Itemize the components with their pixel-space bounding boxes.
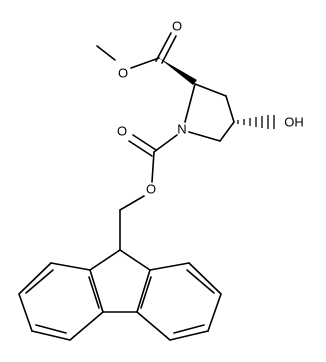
bond-c9-c9a — [89, 249, 121, 271]
bond-c4-c5 — [219, 121, 235, 142]
bond-right-dbl-1 — [140, 276, 152, 309]
bond-c5-n — [188, 131, 221, 142]
bond-left-dbl-2 — [35, 324, 67, 334]
bond-left-dbl-1 — [88, 276, 100, 309]
bond-o-ch2 — [119, 195, 145, 211]
bonds — [18, 32, 275, 341]
bond-ester-c-o-double-2 — [161, 35, 177, 64]
bond-carbamate-c-o — [151, 151, 155, 183]
bond-left-1 — [89, 269, 104, 313]
bond-left-4 — [18, 293, 33, 332]
bond-left-3 — [31, 330, 71, 341]
bond-o-ester-carbon — [130, 57, 160, 69]
bond-left-dbl-3 — [25, 269, 54, 294]
bond-carbamate-c-o-double-1 — [132, 134, 157, 151]
atom-label-carbamate-o: O — [146, 182, 156, 197]
hash-c4-oh — [237, 115, 275, 129]
atom-label-ester-o: O — [118, 66, 128, 81]
bond-ester-c-o-double-1 — [155, 32, 172, 62]
bond-c9-c8a — [119, 249, 151, 271]
bond-left-2 — [69, 311, 104, 341]
bond-right-dbl-2 — [173, 324, 205, 334]
bond-right-6 — [149, 262, 190, 271]
atom-label-oh: OH — [284, 115, 304, 130]
atom-label-carbamate-carbonyl-o: O — [117, 124, 127, 139]
bond-right-3 — [169, 330, 209, 341]
wedge-c2-ester — [159, 58, 197, 85]
bond-right-2 — [136, 311, 171, 341]
bond-right-dbl-3 — [186, 269, 215, 294]
atom-label-n: N — [177, 122, 186, 137]
atom-label-ester-carbonyl-o: O — [172, 19, 182, 34]
bond-c2-c3 — [194, 83, 227, 97]
bond-left-6 — [50, 262, 91, 271]
bond-n-carbamate-c — [153, 134, 178, 153]
bond-methyl-o — [96, 45, 116, 61]
bond-c3-c4 — [225, 95, 235, 123]
bond-right-4 — [207, 293, 222, 332]
bond-carbamate-c-o-double-2 — [128, 140, 153, 157]
bond-right-5 — [188, 262, 222, 295]
bond-left-5 — [18, 262, 52, 295]
bond-right-1 — [136, 269, 151, 313]
atom-labels: O O N OH O O — [117, 19, 304, 197]
bond-n-c2 — [184, 83, 196, 123]
